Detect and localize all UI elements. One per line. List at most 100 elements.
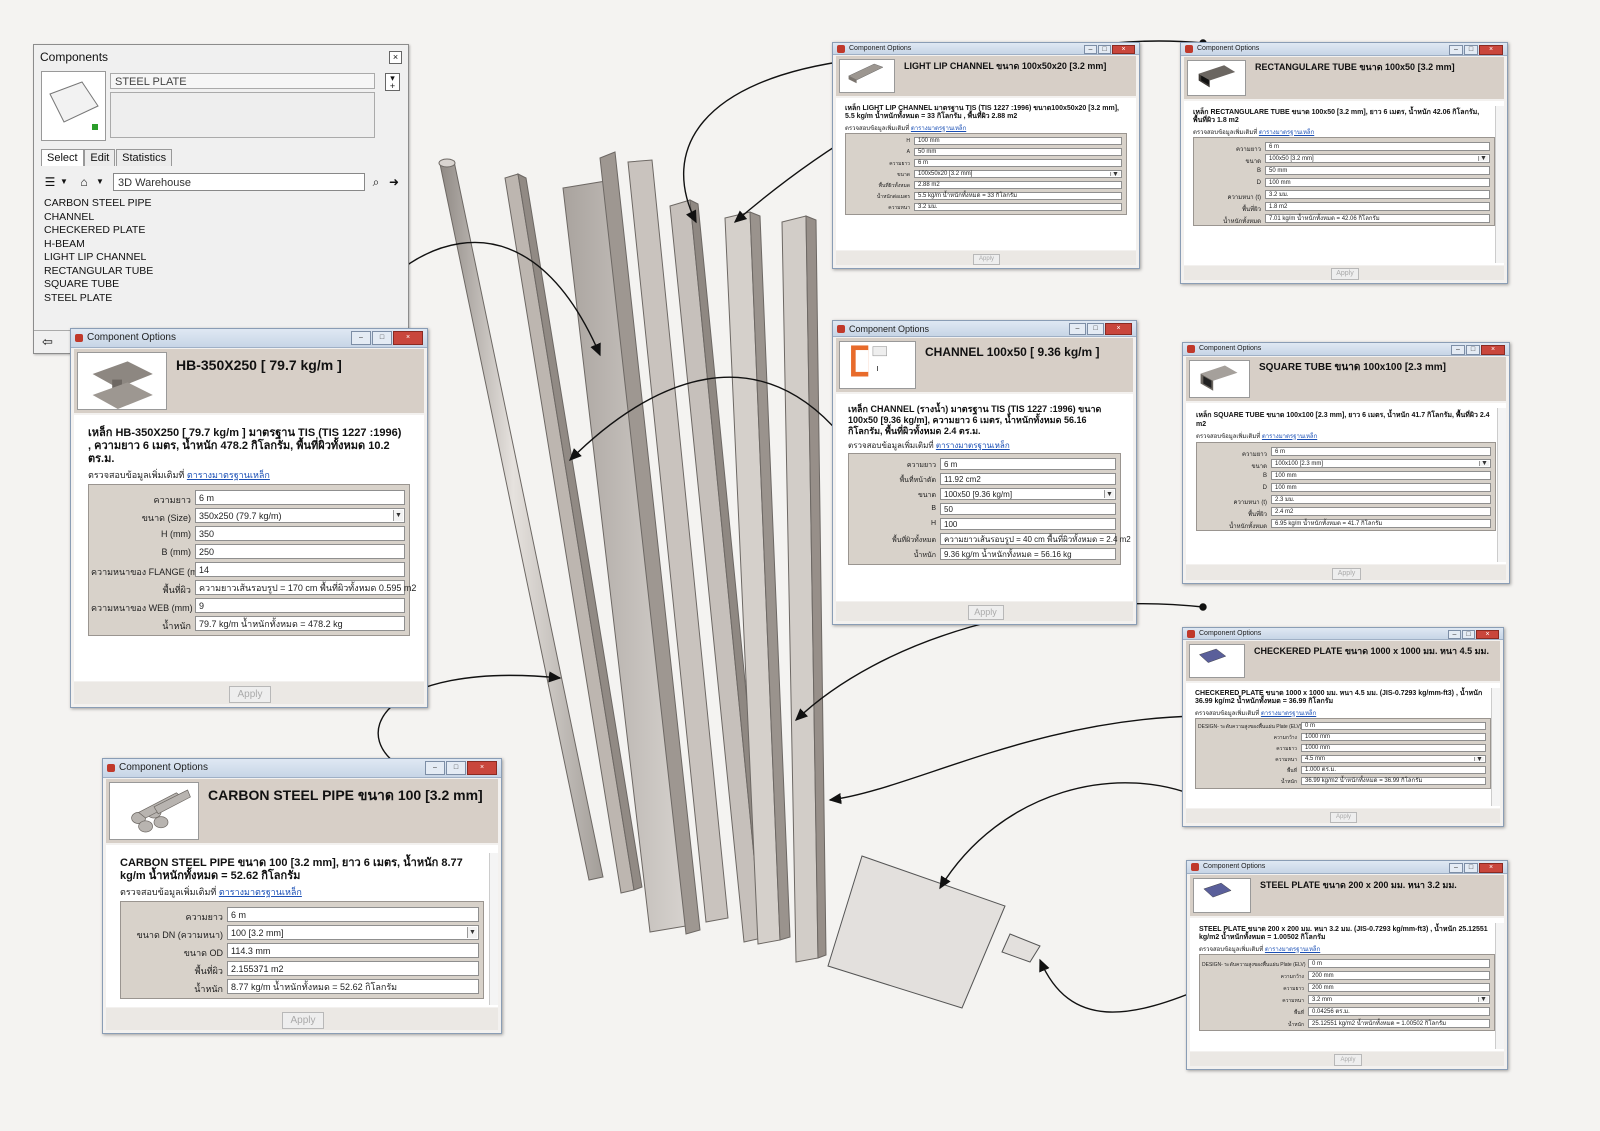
minimize-button[interactable]: – (351, 331, 371, 345)
maximize-button[interactable]: □ (1464, 45, 1478, 55)
property-input[interactable]: 5.5 kg/m น้ำหนักทั้งหมด = 33 กิโลกรัม (914, 192, 1122, 200)
property-input[interactable]: 79.7 kg/m น้ำหนักทั้งหมด = 478.2 kg (195, 616, 405, 631)
chevron-down-icon[interactable]: ▼ (96, 177, 104, 186)
square-tube-model[interactable] (781, 215, 827, 963)
minimize-button[interactable]: – (1069, 323, 1086, 335)
property-select[interactable]: 3.2 mm▼ (1308, 995, 1490, 1004)
apply-button[interactable]: Apply (1331, 268, 1359, 280)
close-button[interactable]: × (1112, 45, 1135, 54)
dialog-title-bar[interactable]: Component Options–□× (1187, 861, 1507, 874)
apply-button[interactable]: Apply (282, 1012, 324, 1029)
close-button[interactable]: × (1105, 323, 1132, 335)
close-button[interactable]: × (1476, 630, 1499, 639)
minimize-button[interactable]: – (425, 761, 445, 775)
close-button[interactable]: × (1479, 863, 1503, 873)
home-icon[interactable]: ⌂ (80, 175, 88, 189)
property-input[interactable]: 6 m (195, 490, 405, 505)
dialog-title-bar[interactable]: Component Options–□× (1183, 628, 1503, 640)
property-input[interactable]: 11.92 cm2 (940, 473, 1116, 485)
chevron-down-icon[interactable]: ▼ (1478, 996, 1488, 1003)
property-input[interactable]: 200 mm (1308, 983, 1490, 992)
dialog-title-bar[interactable]: Component Options–□× (103, 759, 501, 778)
steel-plate-model[interactable] (1001, 933, 1041, 963)
property-input[interactable]: 9.36 kg/m น้ำหนักทั้งหมด = 56.16 kg (940, 548, 1116, 560)
component-description-field[interactable] (110, 92, 375, 138)
minimize-button[interactable]: – (1451, 345, 1465, 355)
component-list-item[interactable]: STEEL PLATE (44, 291, 113, 304)
property-input[interactable]: 100 mm (1265, 178, 1490, 187)
property-input[interactable]: 100 (940, 518, 1116, 530)
dialog-title-bar[interactable]: Component Options–□× (1183, 343, 1509, 356)
h-beam-model[interactable] (562, 151, 729, 935)
steel-standard-table-link[interactable]: ตารางมาตรฐานเหล็ก (935, 441, 1010, 450)
dialog-title-bar[interactable]: Component Options–□× (71, 329, 427, 348)
property-input[interactable]: 6.95 kg/m น้ำหนักทั้งหมด = 41.7 กิโลกรัม (1271, 519, 1491, 528)
search-input[interactable]: 3D Warehouse (113, 173, 365, 191)
vertical-scrollbar[interactable] (1497, 408, 1506, 562)
dialog-title-bar[interactable]: Component Options–□× (833, 321, 1136, 337)
minimize-button[interactable]: – (1449, 45, 1463, 55)
details-menu-icon[interactable]: ▾+ (385, 73, 400, 91)
property-input[interactable]: ความยาวเส้นรอบรูป = 40 cm พื้นที่ผิวทั้ง… (940, 533, 1131, 545)
tab-select[interactable]: Select (41, 149, 84, 166)
minimize-button[interactable]: – (1448, 630, 1461, 639)
property-input[interactable]: 2.4 m2 (1271, 507, 1491, 516)
property-input[interactable]: 6 m (1265, 142, 1490, 151)
apply-button[interactable]: Apply (229, 686, 271, 703)
property-input[interactable]: ความยาวเส้นรอบรูป = 170 cm พื้นที่ผิวทั้… (195, 580, 416, 595)
property-input[interactable]: 3.2 มม. (914, 203, 1122, 211)
checkered-plate-model[interactable] (827, 855, 1006, 1009)
chevron-down-icon[interactable]: ▼ (1474, 756, 1484, 763)
components-close-button[interactable]: × (389, 51, 402, 64)
apply-button[interactable]: Apply (1334, 1054, 1362, 1066)
property-input[interactable]: 1000 mm (1301, 733, 1486, 741)
maximize-button[interactable]: □ (446, 761, 466, 775)
chevron-down-icon[interactable]: ▼ (60, 177, 68, 186)
property-input[interactable]: 7.01 kg/m น้ำหนักทั้งหมด = 42.06 กิโลกรั… (1265, 214, 1490, 223)
property-input[interactable]: 0 m (1301, 722, 1486, 730)
tab-edit[interactable]: Edit (84, 149, 116, 166)
maximize-button[interactable]: □ (1466, 345, 1480, 355)
apply-button[interactable]: Apply (1332, 568, 1361, 580)
property-select[interactable]: 100x50 [9.36 kg/m]▼ (940, 488, 1116, 500)
property-select[interactable]: 350x250 (79.7 kg/m)▼ (195, 508, 405, 523)
component-list-item[interactable]: H-BEAM (44, 237, 85, 250)
dialog-title-bar[interactable]: Component Options–□× (833, 43, 1139, 55)
property-input[interactable]: 1.8 m2 (1265, 202, 1490, 211)
maximize-button[interactable]: □ (1464, 863, 1478, 873)
property-input[interactable]: 1000 mm (1301, 744, 1486, 752)
close-button[interactable]: × (393, 331, 423, 345)
maximize-button[interactable]: □ (372, 331, 392, 345)
property-select[interactable]: 100x50 [3.2 mm]▼ (1265, 154, 1490, 163)
vertical-scrollbar[interactable] (1491, 688, 1500, 806)
steel-standard-table-link[interactable]: ตารางมาตรฐานเหล็ก (1260, 711, 1317, 717)
component-list-item[interactable]: CHANNEL (44, 210, 95, 223)
property-input[interactable]: 2.155371 m2 (227, 961, 479, 976)
property-input[interactable]: 50 mm (1265, 166, 1490, 175)
property-input[interactable]: 2.3 มม. (1271, 495, 1491, 504)
component-list-item[interactable]: LIGHT LIP CHANNEL (44, 251, 147, 263)
property-input[interactable]: 6 m (914, 159, 1122, 167)
property-input[interactable]: 100 mm (1271, 471, 1491, 480)
property-input[interactable]: 250 (195, 544, 405, 559)
property-input[interactable]: 25.12551 kg/m2 น้ำหนักทั้งหมด = 1.00502 … (1308, 1019, 1490, 1028)
property-input[interactable]: 50 mm (914, 148, 1122, 156)
navigate-icon[interactable]: ➜ (388, 175, 400, 189)
dialog-title-bar[interactable]: Component Options–□× (1181, 43, 1507, 56)
back-arrow-icon[interactable]: ⇦ (42, 334, 53, 349)
property-input[interactable]: 6 m (227, 907, 479, 922)
property-select[interactable]: 4.5 mm▼ (1301, 755, 1486, 763)
maximize-button[interactable]: □ (1462, 630, 1475, 639)
view-options-icon[interactable]: ☰ (44, 175, 56, 189)
property-input[interactable]: 50 (940, 503, 1116, 515)
chevron-down-icon[interactable]: ▼ (1479, 460, 1489, 467)
property-select[interactable]: 100x50x20 [3.2 mm]▼ (914, 170, 1122, 178)
property-input[interactable]: 100 mm (1271, 483, 1491, 492)
property-input[interactable]: 0.04256 ตร.ม. (1308, 1007, 1490, 1016)
vertical-scrollbar[interactable] (1495, 923, 1504, 1049)
property-input[interactable]: 6 m (1271, 447, 1491, 456)
search-icon[interactable]: ⌕ (372, 175, 380, 189)
property-input[interactable]: 0 m (1308, 959, 1490, 968)
apply-button[interactable]: Apply (967, 605, 1004, 620)
